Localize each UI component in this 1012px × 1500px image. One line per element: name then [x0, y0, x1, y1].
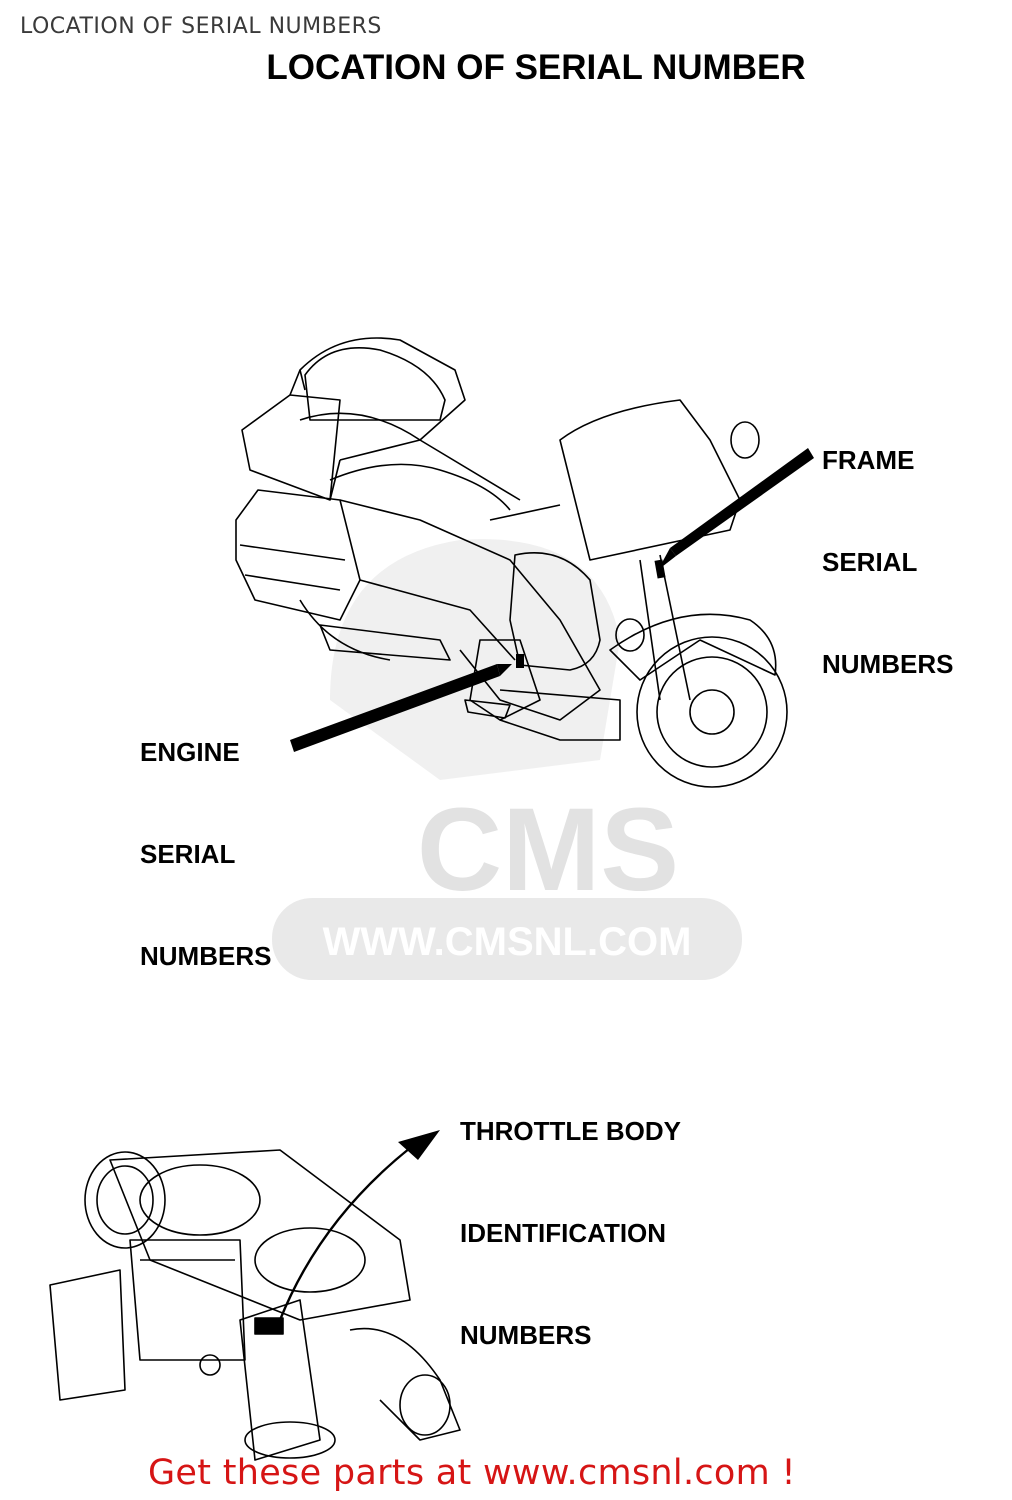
engine-serial-arrow	[290, 654, 524, 752]
frame-serial-label: FRAME SERIAL NUMBERS	[822, 445, 954, 679]
throttle-body-illustration	[49, 1149, 461, 1461]
frame-serial-arrow	[654, 448, 814, 579]
engine-serial-label: ENGINE SERIAL NUMBERS	[140, 737, 272, 971]
page-header: LOCATION OF SERIAL NUMBERS	[20, 14, 382, 39]
motorcycle-illustration	[235, 337, 788, 788]
watermark-plate	[272, 898, 742, 980]
watermark-brand: CMS	[417, 784, 679, 916]
page-title: LOCATION OF SERIAL NUMBER	[266, 48, 806, 87]
watermark-helmet-shape	[330, 539, 620, 780]
watermark: CMS WWW.CMSNL.COM	[272, 539, 742, 980]
footer-link[interactable]: Get these parts at www.cmsnl.com !	[148, 1453, 796, 1493]
throttle-body-label: THROTTLE BODY IDENTIFICATION NUMBERS	[460, 1116, 681, 1350]
watermark-url: WWW.CMSNL.COM	[323, 920, 692, 964]
throttle-arrow	[278, 1130, 440, 1321]
